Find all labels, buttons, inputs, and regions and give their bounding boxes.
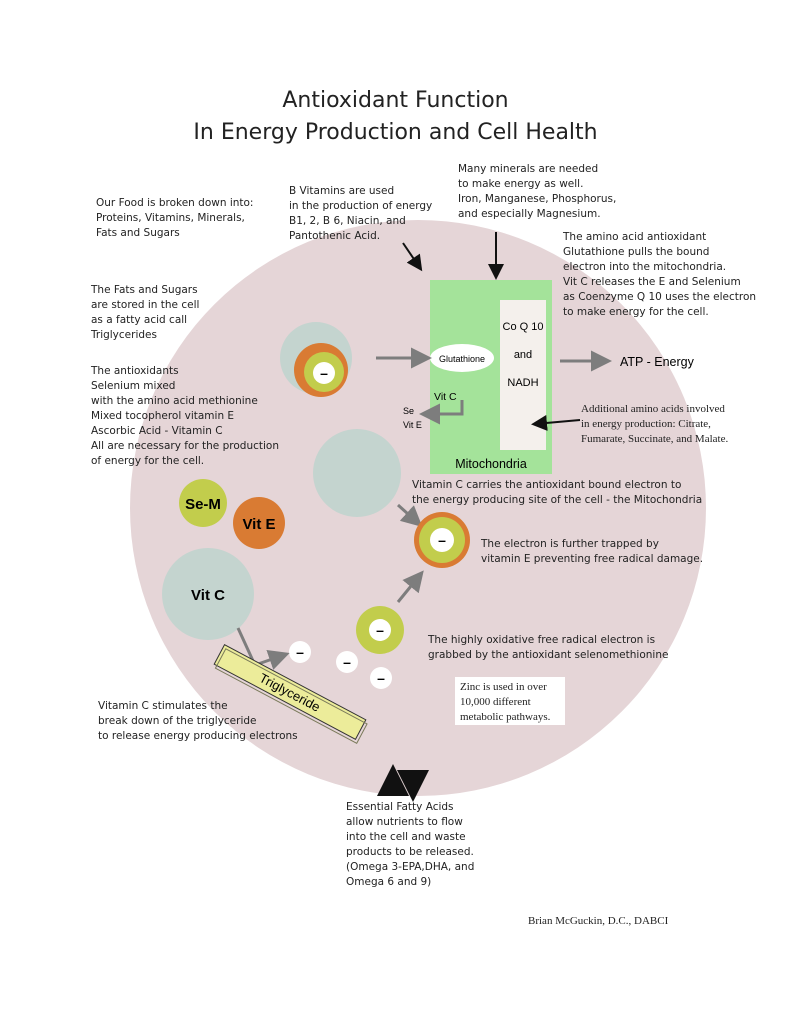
note-vit-c-stimulates: Vitamin C stimulates the break down of t… xyxy=(98,700,298,742)
note-b-vitamins: B Vitamins are used in the production of… xyxy=(289,185,433,242)
note-amino-acids: Additional amino acids involved in energ… xyxy=(581,403,729,445)
note-electron-trapped: The electron is further trapped by vitam… xyxy=(481,538,704,565)
mito-vit-c-label: Vit C xyxy=(434,391,457,403)
trapped-electron-sign: – xyxy=(438,532,446,548)
and-label: and xyxy=(514,349,532,361)
note-oxidative: The highly oxidative free radical electr… xyxy=(428,634,669,661)
vit-c-link xyxy=(236,627,256,664)
triglyceride-electron-arrow xyxy=(257,649,290,670)
vit-e-circle xyxy=(233,497,285,549)
vit-c-circle xyxy=(162,548,254,640)
se-m-label: Se-M xyxy=(185,496,221,513)
bound-electron-sign: – xyxy=(376,622,384,638)
title-line-2: In Energy Production and Cell Health xyxy=(193,120,598,145)
complex-electron xyxy=(313,362,335,384)
atp-label: ATP - Energy xyxy=(620,355,695,369)
note-fatty-acids: Essential Fatty Acids allow nutrients to… xyxy=(346,801,475,888)
free-electron-2 xyxy=(336,651,358,673)
note-food: Our Food is broken down into: Proteins, … xyxy=(96,197,254,239)
author-credit: Brian McGuckin, D.C., DABCI xyxy=(528,915,669,927)
note-minerals: Many minerals are needed to make energy … xyxy=(458,163,617,220)
nadh-label: NADH xyxy=(507,377,538,389)
note-antioxidants: The antioxidants Selenium mixed with the… xyxy=(91,365,279,467)
carrier-arrow xyxy=(396,503,423,528)
note-fats: The Fats and Sugars are stored in the ce… xyxy=(91,284,200,341)
glutathione-oval xyxy=(430,344,494,372)
title-line-1: Antioxidant Function xyxy=(282,88,509,113)
free-electron-2-sign: – xyxy=(343,654,351,670)
free-electron-1 xyxy=(289,641,311,663)
se-label: Se xyxy=(403,406,414,416)
mitochondria-label: Mitochondria xyxy=(455,457,527,471)
free-electron-3-sign: – xyxy=(377,670,385,686)
coq10-label: Co Q 10 xyxy=(503,321,544,333)
trapped-electron xyxy=(430,528,454,552)
b-vitamins-arrow xyxy=(402,242,423,272)
vit-c-label: Vit C xyxy=(191,587,225,604)
se-to-vit-e-arrow xyxy=(396,570,424,603)
vit-c-release-arrow xyxy=(419,400,464,425)
amino-acids-arrow xyxy=(531,414,581,431)
free-electron-3 xyxy=(370,667,392,689)
complex-electron-sign: – xyxy=(320,365,328,381)
vit-e-label: Vit E xyxy=(242,516,275,533)
note-zinc: Zinc is used in over 10,000 different me… xyxy=(460,681,551,723)
mito-vit-e-label: Vit E xyxy=(403,420,422,430)
vit-c-carrier-circle xyxy=(313,429,401,517)
glutathione-label: Glutathione xyxy=(439,354,485,364)
zinc-box xyxy=(455,677,565,725)
note-vit-c-carries: Vitamin C carries the antioxidant bound … xyxy=(412,479,703,506)
se-m-circle xyxy=(179,479,227,527)
free-electron-1-sign: – xyxy=(296,644,304,660)
note-glutathione: The amino acid antioxidant Glutathione p… xyxy=(563,231,757,318)
bound-electron xyxy=(369,619,391,641)
